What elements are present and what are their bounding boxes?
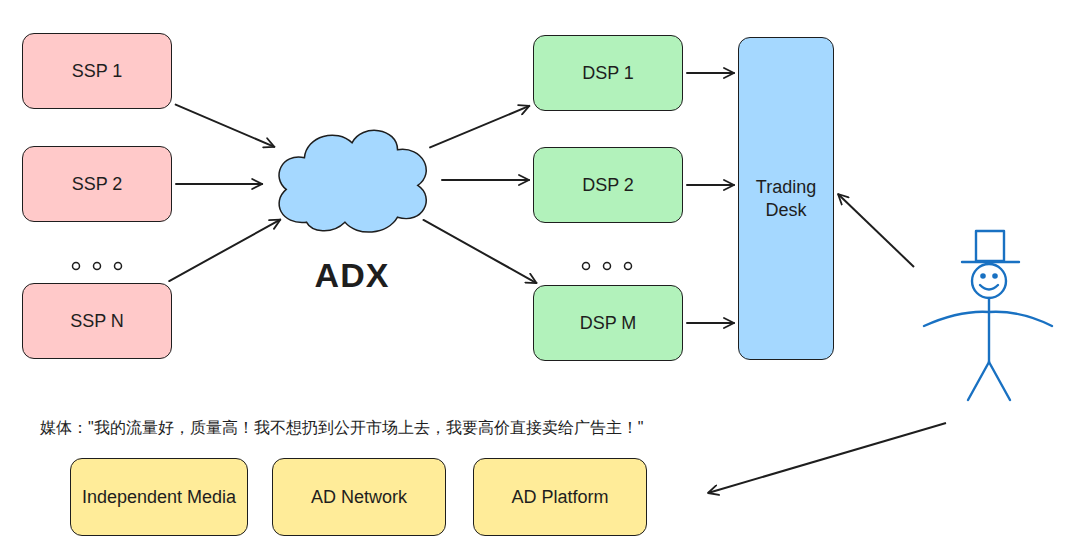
stick-figure — [924, 231, 1052, 400]
flow-arrow — [423, 220, 536, 283]
node-label: Trading Desk — [749, 176, 823, 221]
ssp-box: SSP 1 — [22, 33, 172, 109]
trading-desk-bar: Trading Desk — [738, 37, 834, 360]
media-box: AD Platform — [473, 458, 647, 536]
eye — [981, 274, 984, 277]
ssp-box: SSP 2 — [22, 146, 172, 222]
dot — [115, 263, 122, 270]
dot — [94, 263, 101, 270]
flow-arrow — [176, 105, 275, 147]
head — [972, 264, 1006, 298]
node-label: AD Network — [311, 486, 407, 509]
node-label: DSP M — [580, 312, 637, 335]
eye — [993, 274, 996, 277]
smile — [980, 285, 998, 290]
node-label: ADX — [315, 254, 390, 297]
node-label: DSP 1 — [582, 62, 634, 85]
dsp-box: DSP 1 — [533, 35, 683, 111]
cloud-outline — [266, 118, 438, 242]
flow-arrow — [176, 183, 262, 185]
hat-brim — [962, 261, 1019, 263]
dot — [625, 263, 632, 270]
media-box: Independent Media — [70, 458, 248, 536]
pointer-arrow — [708, 423, 946, 493]
media-box: AD Network — [272, 458, 446, 536]
cloud-path — [279, 130, 426, 232]
body — [988, 298, 990, 362]
pointer-arrow — [838, 194, 914, 267]
adx-cloud: ADX — [266, 118, 438, 296]
dot — [604, 263, 611, 270]
flow-arrow — [169, 220, 280, 281]
flow-arrow — [430, 106, 529, 147]
leg — [989, 362, 1010, 400]
caption-note: 媒体："我的流量好，质量高！我不想扔到公开市场上去，我要高价直接卖给广告主！" — [40, 418, 643, 439]
flow-arrow — [442, 179, 529, 181]
node-label: SSP N — [70, 310, 124, 333]
node-label: SSP 1 — [72, 60, 123, 83]
flow-arrow — [687, 72, 734, 74]
node-label: SSP 2 — [72, 173, 123, 196]
ssp-box: SSP N — [22, 283, 172, 359]
node-label: Independent Media — [82, 486, 236, 509]
arms — [924, 312, 1052, 326]
hat-crown — [976, 231, 1004, 261]
flow-arrow — [687, 184, 734, 186]
node-label: DSP 2 — [582, 174, 634, 197]
node-label: AD Platform — [511, 486, 608, 509]
dot — [583, 263, 590, 270]
dot — [73, 263, 80, 270]
dsp-box: DSP 2 — [533, 147, 683, 223]
leg — [968, 362, 989, 400]
dsp-box: DSP M — [533, 285, 683, 361]
flow-arrow — [687, 322, 734, 324]
